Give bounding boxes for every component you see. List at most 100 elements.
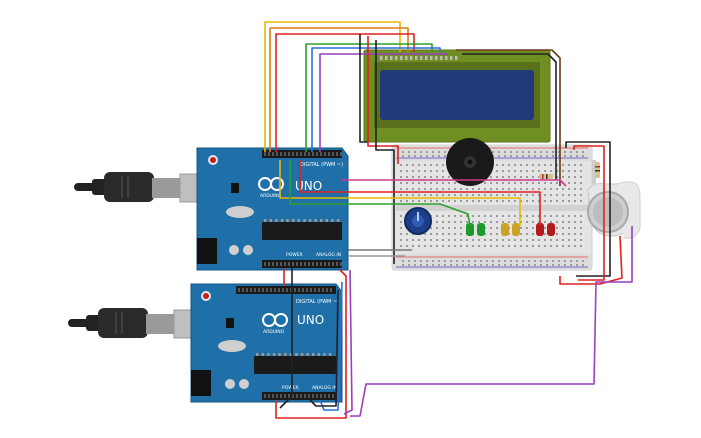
breadboard-hole <box>528 260 530 262</box>
wire-brown <box>456 49 561 186</box>
breadboard-hole <box>496 200 498 202</box>
breadboard-hole <box>442 221 444 223</box>
breadboard-hole <box>564 260 566 262</box>
breadboard-hole <box>562 227 564 229</box>
breadboard-hole <box>402 264 404 266</box>
breadboard-hole <box>502 182 504 184</box>
breadboard-hole <box>484 194 486 196</box>
breadboard-hole <box>436 182 438 184</box>
led-group <box>466 223 555 236</box>
breadboard-hole <box>436 245 438 247</box>
pin <box>272 262 274 266</box>
board-brand: UNO <box>295 179 322 193</box>
breadboard-hole <box>424 182 426 184</box>
breadboard-hole <box>574 182 576 184</box>
breadboard-hole <box>520 227 522 229</box>
breadboard-hole <box>550 182 552 184</box>
breadboard-hole <box>430 194 432 196</box>
breadboard-hole <box>556 233 558 235</box>
breadboard-hole <box>448 239 450 241</box>
breadboard-hole <box>546 151 548 153</box>
power-header-label: POWER <box>286 252 303 258</box>
breadboard-hole <box>450 264 452 266</box>
breadboard-hole <box>436 170 438 172</box>
breadboard-hole <box>582 155 584 157</box>
breadboard-hole <box>508 245 510 247</box>
breadboard-hole <box>478 188 480 190</box>
breadboard-hole <box>408 260 410 262</box>
breadboard-hole <box>580 182 582 184</box>
breadboard-hole <box>574 221 576 223</box>
digital-header-label: DIGITAL (PWM ~) <box>296 299 339 305</box>
breadboard-hole <box>408 155 410 157</box>
breadboard-hole <box>490 239 492 241</box>
pin <box>276 394 278 398</box>
breadboard-hole <box>424 170 426 172</box>
breadboard-hole <box>454 233 456 235</box>
breadboard-hole <box>418 245 420 247</box>
breadboard-hole <box>568 200 570 202</box>
breadboard-hole <box>526 233 528 235</box>
breadboard-hole <box>552 260 554 262</box>
breadboard-hole <box>516 151 518 153</box>
pin <box>280 262 282 266</box>
wire-purple <box>319 53 448 152</box>
breadboard-hole <box>418 176 420 178</box>
led-red-icon <box>536 223 555 236</box>
pin <box>312 152 314 156</box>
breadboard-hole <box>538 239 540 241</box>
breadboard-hole <box>490 215 492 217</box>
breadboard-hole <box>472 200 474 202</box>
breadboard-hole <box>562 194 564 196</box>
breadboard-hole <box>430 164 432 166</box>
pin <box>280 219 284 222</box>
usb-cable-icon <box>68 308 209 339</box>
pin <box>312 394 314 398</box>
breadboard-hole <box>448 194 450 196</box>
breadboard-hole <box>466 188 468 190</box>
breadboard-hole <box>516 264 518 266</box>
breadboard-hole <box>514 245 516 247</box>
breadboard-hole <box>540 264 542 266</box>
led-green-icon <box>466 223 485 236</box>
pin <box>415 56 418 60</box>
breadboard-hole <box>544 164 546 166</box>
pin <box>284 394 286 398</box>
breadboard-hole <box>562 221 564 223</box>
breadboard-hole <box>400 182 402 184</box>
breadboard-hole <box>412 170 414 172</box>
breadboard-hole <box>574 233 576 235</box>
breadboard-hole <box>424 188 426 190</box>
breadboard-hole <box>498 264 500 266</box>
pin <box>272 152 274 156</box>
pin <box>445 56 448 60</box>
breadboard-hole <box>502 215 504 217</box>
breadboard-hole <box>574 227 576 229</box>
breadboard-hole <box>466 194 468 196</box>
breadboard-hole <box>412 188 414 190</box>
pin <box>288 394 290 398</box>
breadboard-hole <box>546 155 548 157</box>
breadboard-hole <box>576 264 578 266</box>
breadboard-hole <box>532 221 534 223</box>
breadboard-hole <box>466 221 468 223</box>
breadboard-hole <box>544 227 546 229</box>
breadboard-hole <box>406 182 408 184</box>
breadboard-hole <box>454 182 456 184</box>
pin <box>268 262 270 266</box>
pin <box>296 152 298 156</box>
breadboard-hole <box>436 227 438 229</box>
pin <box>435 56 438 60</box>
lcd-pin-header <box>380 56 458 60</box>
breadboard-hole <box>406 164 408 166</box>
pin <box>320 152 322 156</box>
breadboard-hole <box>574 215 576 217</box>
breadboard-hole <box>532 194 534 196</box>
breadboard-hole <box>454 194 456 196</box>
wire-red-lcd <box>367 36 399 164</box>
breadboard-hole <box>544 182 546 184</box>
pin <box>286 219 289 222</box>
breadboard-hole <box>468 260 470 262</box>
breadboard-hole <box>574 164 576 166</box>
breadboard-hole <box>472 221 474 223</box>
